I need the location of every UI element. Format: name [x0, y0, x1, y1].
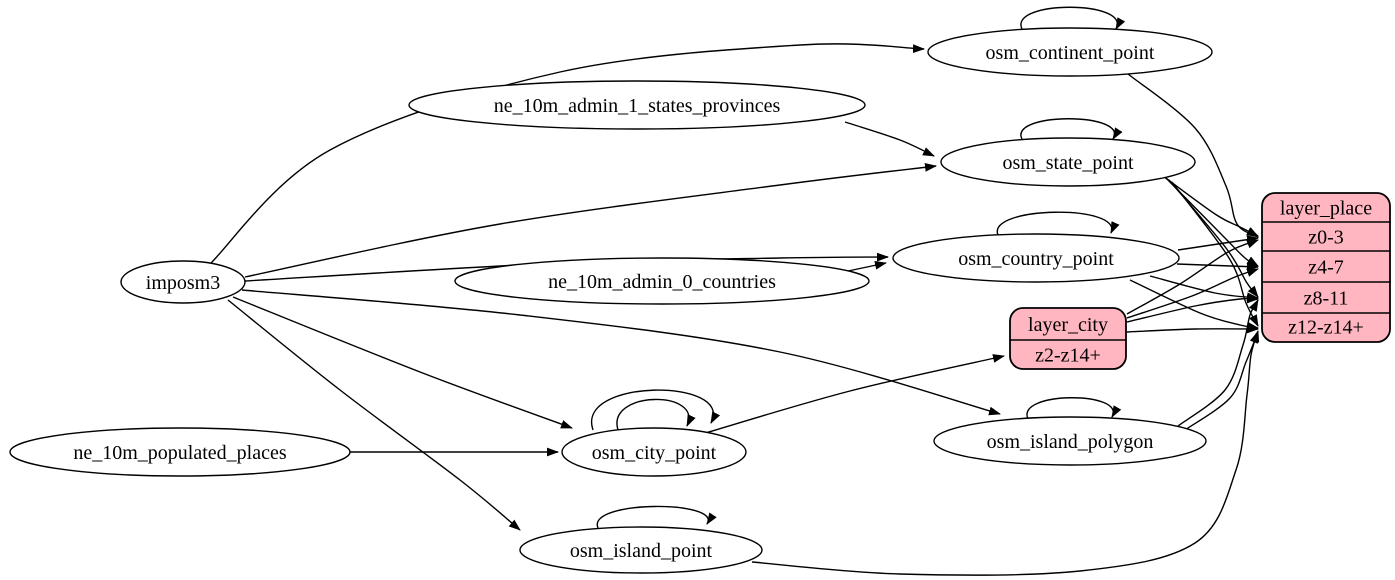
edge-layer_city-to-layer_place:z4-7 [1126, 268, 1259, 319]
node-shape-osm_island_point [519, 526, 763, 574]
node-label-ne_10m_populated_places: ne_10m_populated_places [73, 442, 286, 464]
record-title-layer_place: layer_place [1280, 198, 1372, 220]
record-layer_place: layer_place z0-3 z4-7 z8-11 z12-z14+ [1261, 192, 1391, 343]
node-shape-osm_state_point [940, 137, 1196, 187]
node-label-osm_continent_point: osm_continent_point [986, 42, 1155, 64]
node-osm_island_point: osm_island_point [519, 526, 763, 574]
edge-osm_country_point-to-osm_country_point [996, 211, 1120, 236]
node-label-ne_10m_admin_0_countries: ne_10m_admin_0_countries [548, 271, 776, 293]
node-shape-imposm3 [120, 260, 246, 304]
node-osm_country_point: osm_country_point [892, 233, 1180, 283]
edge-osm_state_point-to-layer_place:z0-3 [1162, 175, 1259, 237]
edge-osm_city_point-to-osm_city_point [616, 398, 696, 431]
edge-osm_continent_point-to-osm_continent_point [1020, 6, 1126, 30]
record-shape-layer_city [1009, 307, 1127, 370]
nodes-layer: imposm3 ne_10m_admin_1_states_provincesne… [9, 27, 1391, 574]
node-osm_continent_point: osm_continent_point [927, 27, 1213, 77]
record-row-layer_place-z8-11: z8-11 [1304, 288, 1349, 310]
edge-imposm3-to-osm_island_point [227, 299, 521, 531]
record-row-layer_city-z2-z14+: z2-z14+ [1035, 345, 1101, 367]
node-label-osm_country_point: osm_country_point [958, 248, 1114, 270]
node-label-osm_island_polygon: osm_island_polygon [987, 431, 1154, 453]
edge-osm_island_polygon-to-layer_place:z12-z14+ [1184, 331, 1259, 431]
edge-imposm3-to-osm_continent_point [209, 43, 925, 265]
node-label-imposm3: imposm3 [146, 272, 220, 294]
edge-ne_10m_admin_0_countries-to-osm_country_point [847, 260, 887, 272]
edge-osm_country_point-to-layer_place:z12-z14+ [1129, 279, 1259, 331]
node-shape-ne_10m_admin_0_countries [454, 257, 870, 305]
node-ne_10m_admin_1_states_provinces: ne_10m_admin_1_states_provinces [408, 80, 866, 130]
node-ne_10m_admin_0_countries: ne_10m_admin_0_countries [454, 257, 870, 305]
edge-osm_continent_point-to-layer_place:z0-3 [1127, 73, 1259, 238]
node-osm_city_point: osm_city_point [561, 427, 747, 477]
edge-osm_state_point-to-layer_place:z12-z14+ [1171, 181, 1259, 327]
edge-osm_state_point-to-layer_place:z8-11 [1168, 179, 1259, 298]
edge-ne_10m_admin_1_states_provinces-to-osm_state_point [844, 121, 935, 157]
edge-osm_city_point-to-layer_city:z2-z14+ [701, 354, 1005, 435]
edge-osm_state_point-to-osm_state_point [1020, 118, 1123, 140]
record-shape-layer_place [1261, 192, 1391, 343]
edge-osm_island_point-to-osm_island_point [596, 505, 717, 529]
record-row-layer_place-z12-z14+: z12-z14+ [1288, 317, 1364, 339]
record-row-layer_place-z0-3: z0-3 [1308, 227, 1344, 249]
edge-osm_island_polygon-to-layer_place:z8-11 [1177, 299, 1259, 427]
edges-layer [209, 6, 1260, 576]
node-shape-ne_10m_admin_1_states_provinces [408, 80, 866, 130]
record-layer_city: layer_city z2-z14+ [1009, 307, 1127, 370]
record-row-layer_place-z4-7: z4-7 [1308, 257, 1344, 279]
node-shape-osm_island_polygon [933, 416, 1207, 466]
node-osm_island_polygon: osm_island_polygon [933, 416, 1207, 466]
node-label-osm_city_point: osm_city_point [592, 442, 717, 464]
node-osm_state_point: osm_state_point [940, 137, 1196, 187]
node-label-ne_10m_admin_1_states_provinces: ne_10m_admin_1_states_provinces [494, 95, 781, 117]
node-shape-osm_country_point [892, 233, 1180, 283]
node-shape-ne_10m_populated_places [9, 427, 351, 477]
node-ne_10m_populated_places: ne_10m_populated_places [9, 427, 351, 477]
edge-layer_city-to-layer_place:z0-3 [1126, 239, 1259, 315]
edge-layer_city-to-layer_place:z8-11 [1126, 294, 1259, 323]
record-title-layer_city: layer_city [1028, 314, 1108, 336]
edge-imposm3-to-osm_city_point [232, 296, 573, 429]
node-label-osm_state_point: osm_state_point [1002, 152, 1134, 174]
edge-layer_city-to-layer_place:z12-z14+ [1126, 324, 1259, 334]
edge-osm_island_polygon-to-osm_island_polygon [1026, 397, 1122, 420]
node-shape-osm_city_point [561, 427, 747, 477]
node-imposm3: imposm3 [120, 260, 246, 304]
edge-imposm3-to-osm_state_point [244, 162, 937, 278]
edge-imposm3-to-osm_island_polygon [241, 289, 1001, 416]
edge-osm_city_point-to-osm_city_point [590, 389, 721, 431]
edge-osm_country_point-to-layer_place:z4-7 [1176, 262, 1259, 271]
edge-osm_island_point-to-layer_place:z12-z14+ [751, 330, 1260, 576]
edge-osm_country_point-to-layer_place:z0-3 [1177, 235, 1259, 251]
node-shape-osm_continent_point [927, 27, 1213, 77]
node-label-osm_island_point: osm_island_point [570, 540, 713, 562]
